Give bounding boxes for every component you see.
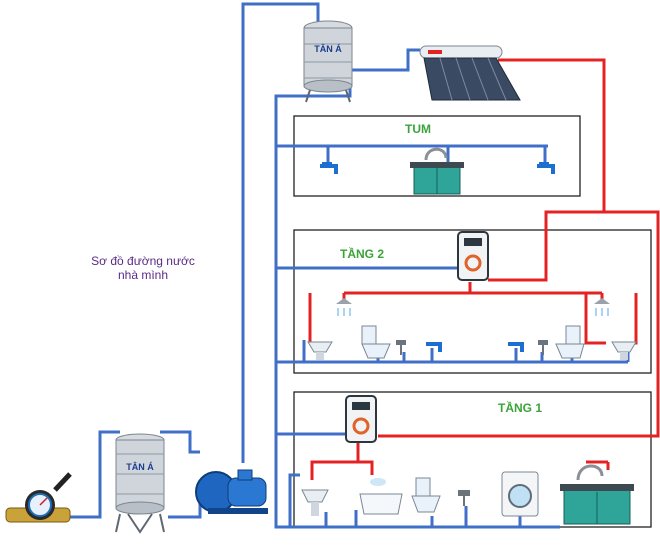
solar-water-heater-icon [419,45,521,101]
wash-basin-icon [307,341,333,360]
toilet-icon [411,477,441,513]
floor-2-box [293,229,652,374]
electric-water-heater-icon [457,231,489,281]
shower-head-icon [336,298,352,316]
kitchen-sink-cabinet-icon [410,147,464,195]
floor-1-label: TẦNG 1 [498,400,542,415]
bidet-spray-icon [458,490,470,506]
ground-water-tank-icon: TÂN Á [115,433,165,534]
faucet-icon [426,342,442,352]
shower-head-icon [594,298,610,316]
bathtub-icon [359,478,403,515]
tum-label: TUM [405,122,431,136]
washing-machine-icon [501,471,539,517]
bidet-spray-icon [396,340,406,355]
kitchen-sink-cabinet-icon [560,464,634,525]
bidet-spray-icon [538,340,548,355]
toilet-icon [361,325,391,359]
wash-basin-icon [301,489,329,516]
water-meter-icon [5,472,72,523]
diagram-caption-line1: Sơ đồ đường nước [91,254,195,268]
faucet-icon [537,162,555,174]
wash-basin-icon [611,341,637,360]
water-pump-icon [195,469,268,514]
tum-floor-box [293,115,581,197]
electric-water-heater-icon [345,395,377,443]
faucet-icon [508,342,524,352]
roof-tank-brand: TÂN Á [314,43,342,54]
diagram-caption-line2: nhà mình [118,268,168,282]
toilet-icon [555,325,585,359]
ground-tank-brand: TÂN Á [126,461,154,472]
floor-2-label: TẦNG 2 [340,246,384,261]
roof-water-tank-icon: TÂN Á [303,20,353,103]
faucet-icon [320,162,338,174]
